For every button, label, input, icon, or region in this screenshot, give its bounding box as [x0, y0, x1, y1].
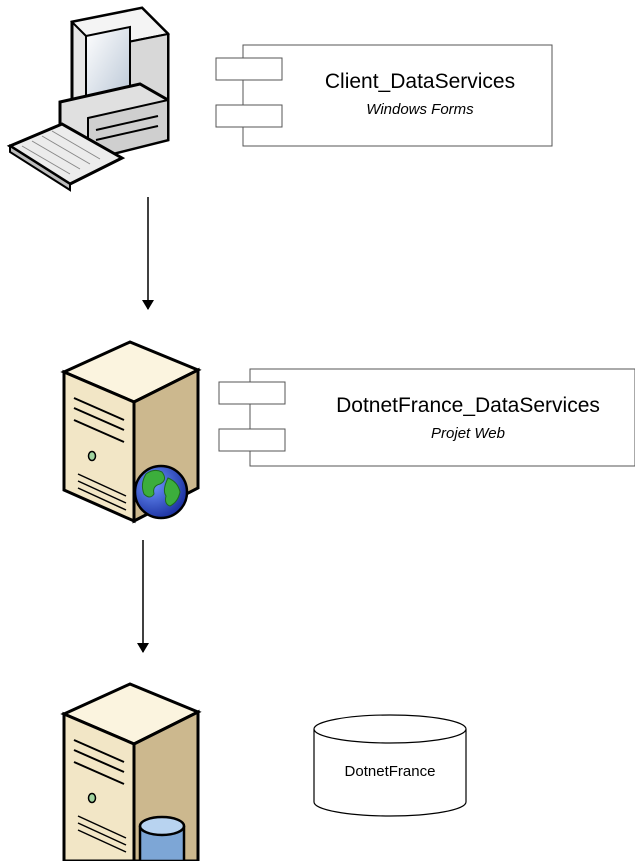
globe-icon — [133, 464, 189, 520]
desktop-computer-icon — [6, 6, 171, 192]
component-subtitle: Windows Forms — [366, 101, 474, 118]
component-title: DotnetFrance_DataServices — [336, 394, 600, 417]
component-subtitle: Projet Web — [431, 425, 505, 442]
component-port-icon — [215, 104, 283, 128]
database-cylinder-icon — [138, 815, 186, 861]
component-title: Client_DataServices — [325, 70, 515, 93]
component-dotnetfrance-dataservices: DotnetFrance_DataServices Projet Web — [218, 368, 635, 467]
component-client-dataservices: Client_DataServices Windows Forms — [215, 44, 553, 147]
database-node: DotnetFrance — [313, 714, 467, 817]
component-port-icon — [218, 381, 286, 405]
database-server-icon — [60, 682, 202, 861]
component-port-icon — [215, 57, 283, 81]
database-label: DotnetFrance — [345, 763, 436, 780]
component-port-icon — [218, 428, 286, 452]
